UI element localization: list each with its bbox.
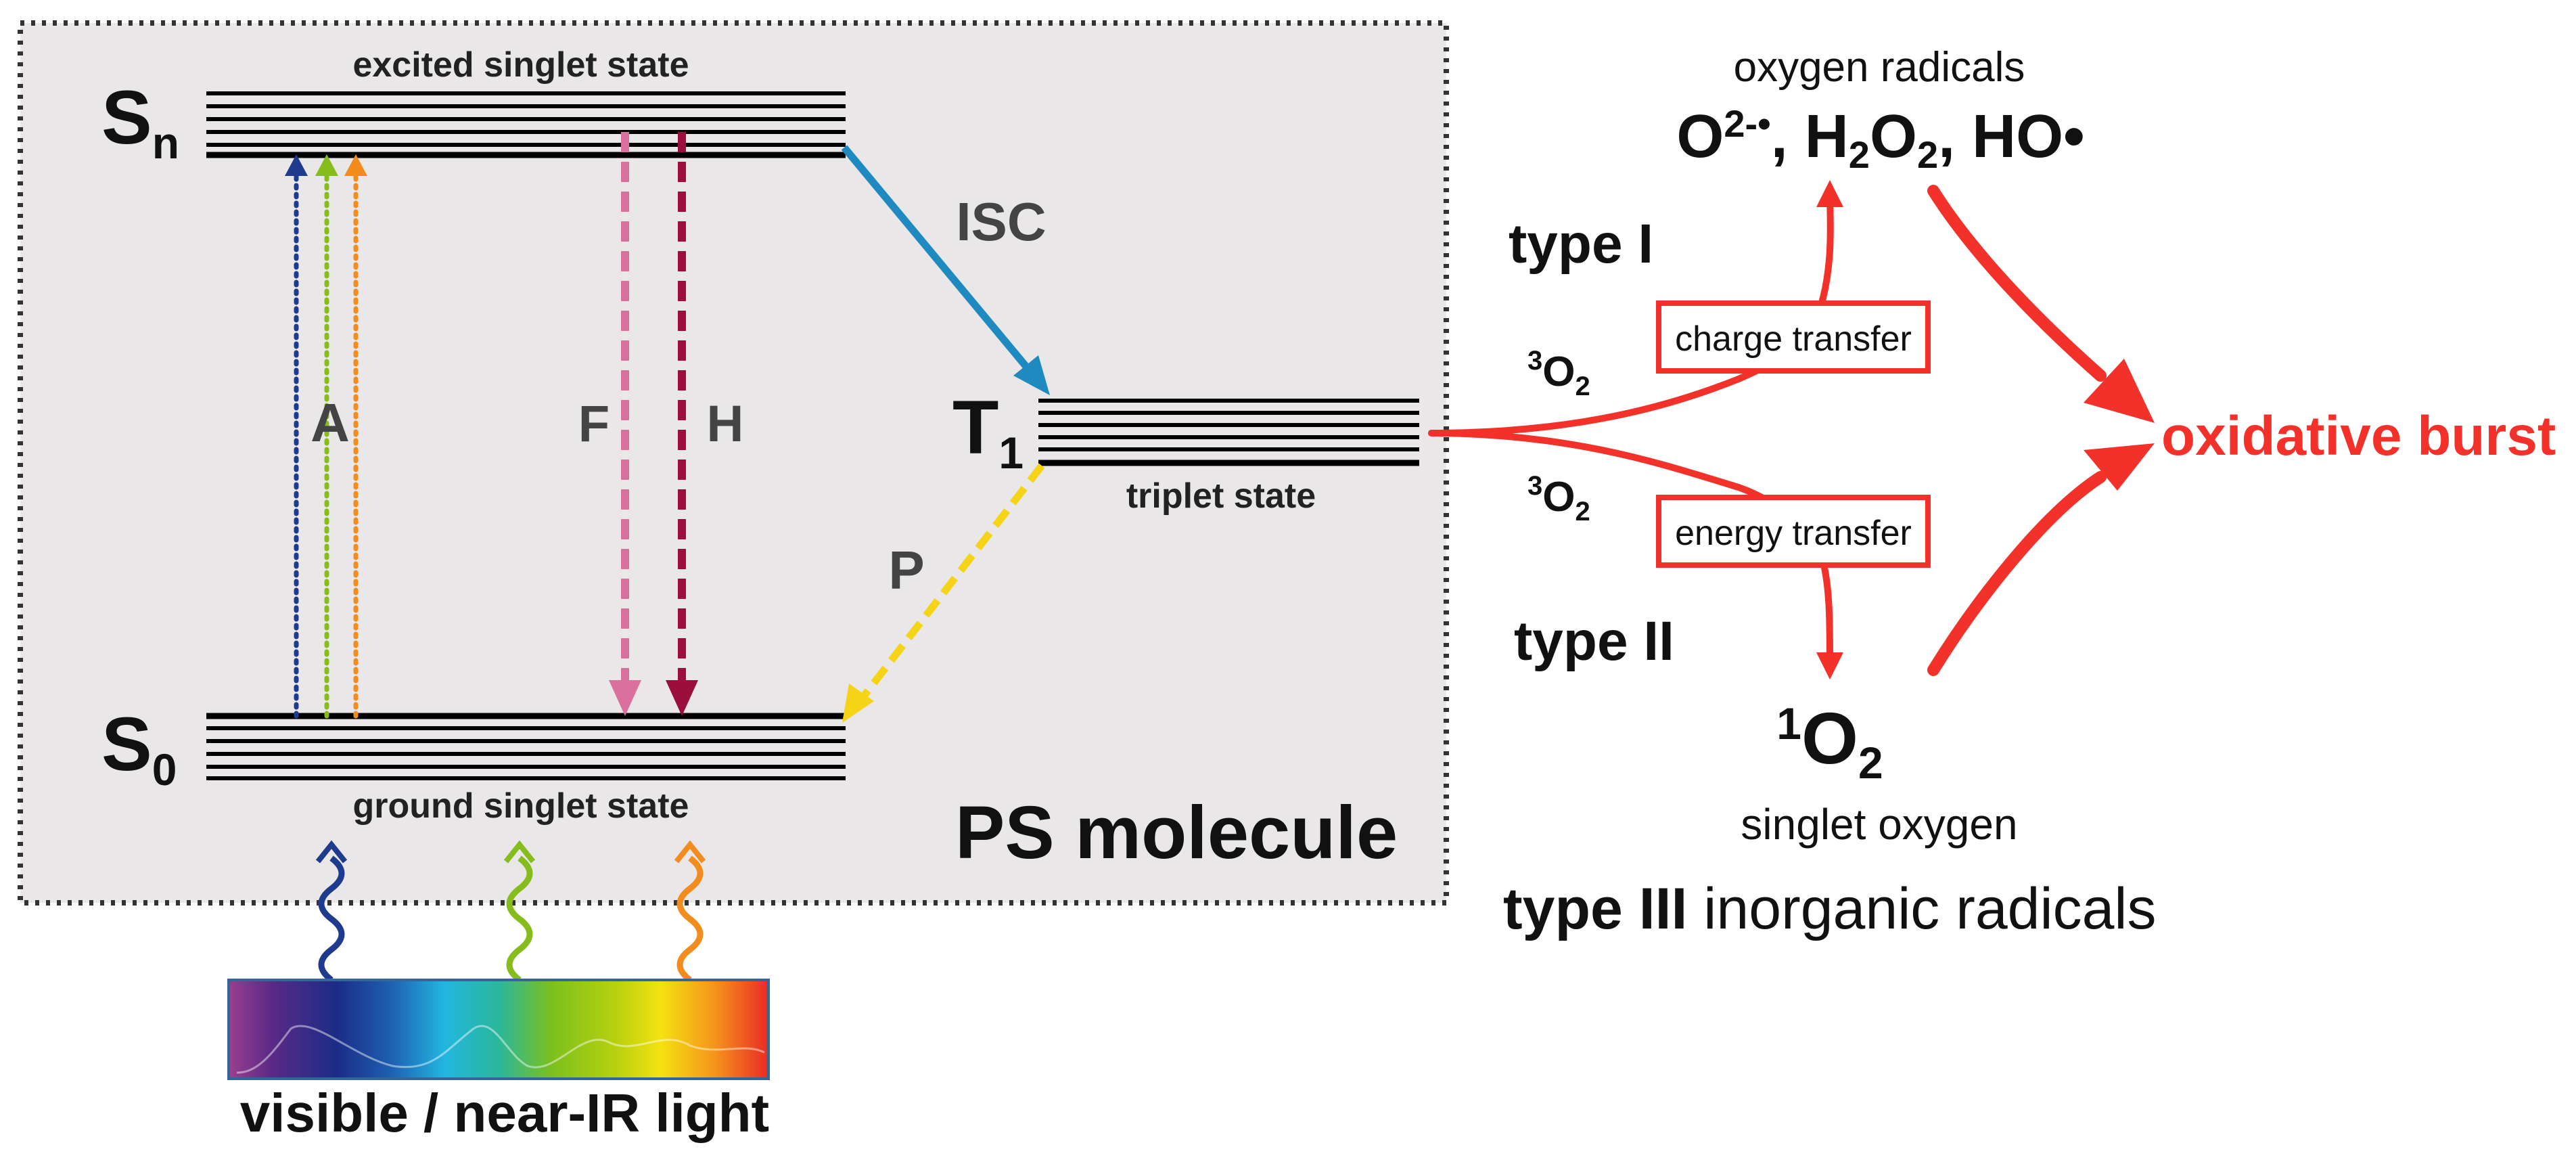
photon-arrowhead-green (503, 840, 536, 864)
isc-label: ISC (956, 192, 1046, 252)
photon-arrows (318, 855, 704, 983)
sn-caption: excited singlet state (352, 45, 689, 85)
s0-label: S0 (101, 702, 177, 795)
phosphorescence-label: P (888, 540, 924, 600)
photon-arrowhead-orange (674, 840, 706, 864)
energy-transfer-box (1656, 495, 1931, 568)
phosphorescence-arrowhead (842, 684, 874, 723)
burst-arrows (1927, 185, 2107, 676)
radicals-to-burst-arrow (1927, 185, 2107, 382)
singlet-oxygen-formula: 1O2 (1776, 697, 1883, 788)
singlet-to-burst-arrowhead (2084, 443, 2155, 491)
absorption-arrowhead-navy (285, 154, 308, 176)
fluorescence-arrowhead (609, 680, 641, 716)
radicals-to-burst-arrowhead (2084, 359, 2155, 423)
t1-caption: triplet state (1126, 476, 1316, 516)
triplet-oxygen-label-lower: 3O2 (1527, 471, 1590, 527)
type1-label: type I (1509, 213, 1653, 275)
spectrum-curve (236, 1025, 765, 1074)
t1-label: T1 (952, 385, 1024, 478)
ps-molecule-label: PS molecule (955, 791, 1398, 874)
photon-wave-green (506, 855, 533, 983)
isc-arrowhead (1013, 355, 1050, 395)
singlet-oxygen-caption: singlet oxygen (1741, 800, 2017, 849)
triplet-oxygen-label-upper: 3O2 (1527, 346, 1590, 401)
absorption-label: A (310, 393, 350, 453)
light-label: visible / near-IR light (240, 1083, 769, 1143)
phosphorescence-arrow (854, 463, 1045, 707)
energy-transfer-label: energy transfer (1675, 514, 1912, 553)
sn-label: Sn (101, 75, 179, 168)
photon-wave-navy (318, 855, 345, 983)
absorption-arrows (294, 165, 359, 719)
heat-arrowhead (666, 680, 698, 716)
s0-level-lines (206, 713, 846, 780)
oxygen-radicals-formula: O2-•, H2O2, HO• (1676, 102, 2084, 176)
absorption-arrowhead-orange (344, 154, 367, 176)
light-spectrum-bar (227, 979, 770, 1080)
charge-transfer-box (1656, 300, 1931, 374)
heat-label: H (707, 395, 744, 453)
sn-level-lines (206, 91, 846, 158)
fluorescence-label: F (578, 395, 610, 453)
charge-transfer-label: charge transfer (1675, 319, 1912, 359)
absorption-arrowhead-green (315, 154, 338, 176)
photon-wave-orange (676, 855, 704, 983)
type2-label: type II (1514, 610, 1674, 672)
oxygen-radicals-caption: oxygen radicals (1734, 44, 2025, 91)
singlet-to-burst-arrow (1927, 471, 2107, 676)
s0-caption: ground singlet state (353, 786, 689, 826)
oxidative-burst-label: oxidative burst (2161, 405, 2556, 467)
t1-level-lines (1038, 399, 1419, 466)
photon-arrowhead-navy (315, 840, 348, 864)
isc-arrow (841, 145, 1037, 378)
type3-label: type III inorganic radicals (1503, 876, 2157, 941)
